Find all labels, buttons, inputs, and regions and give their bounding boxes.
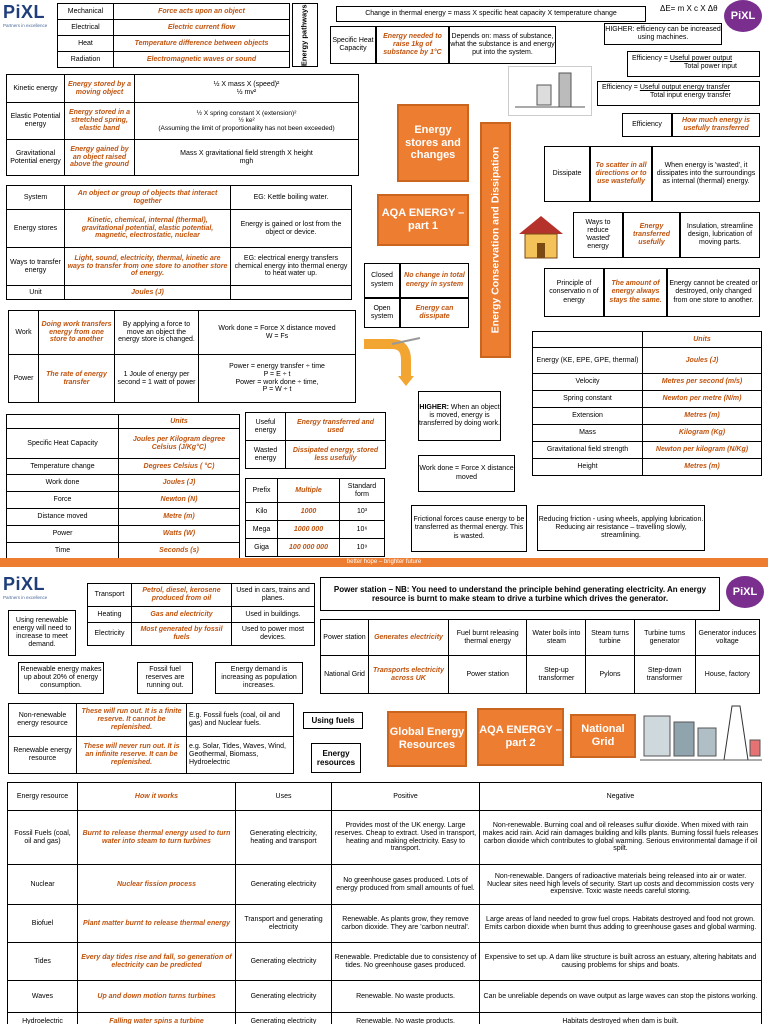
units-right-table: Units Energy (KE, EPE, GPE, thermal)Joul… bbox=[532, 331, 762, 476]
open-system-desc: Energy can dissipate bbox=[400, 298, 469, 328]
efficiency-desc: How much energy is usefully transferred bbox=[672, 113, 760, 137]
reduce-wasted-note: Insulation, streamline design, lubricati… bbox=[680, 212, 760, 258]
footer-band: better hope – brighter future bbox=[0, 558, 768, 567]
conservation-banner: Energy Conservation and Dissipation bbox=[480, 122, 511, 358]
closed-system-name: Closed system bbox=[364, 263, 400, 298]
resources-table: Energy resource How it works Uses Positi… bbox=[7, 782, 762, 1024]
power-station-note: Power station – NB: You need to understa… bbox=[320, 577, 720, 611]
work-formula: Work done = Force X distance moved bbox=[418, 455, 515, 492]
pixl-logo: PiXL Partners in excellence bbox=[3, 2, 48, 28]
energy-resources-label: Energy resources bbox=[311, 743, 361, 773]
using-fuels-label: Using fuels bbox=[303, 712, 363, 729]
pixl-badge: PiXL bbox=[724, 0, 762, 32]
reduce-wasted-name: Ways to reduce 'wasted' energy bbox=[573, 212, 623, 258]
reduce-wasted-desc: Energy transferred usefully bbox=[623, 212, 680, 258]
global-energy-box: Global Energy Resources bbox=[387, 711, 467, 767]
sankey-diagram-image bbox=[362, 334, 422, 386]
house-image bbox=[515, 210, 567, 262]
pathways-label: Energy pathways bbox=[292, 3, 318, 67]
table-row: Fossil Fuels (coal, oil and gas)Burnt to… bbox=[7, 810, 762, 865]
shc-desc: Energy needed to raise 1kg of substance … bbox=[376, 26, 449, 64]
higher-work: HIGHER: When an object is moved, energy … bbox=[418, 391, 501, 441]
shc-formula: Change in thermal energy = mass X specif… bbox=[336, 6, 646, 22]
table-header: Negative bbox=[479, 782, 762, 811]
reduce-friction-note: Reducing friction - using wheels, applyi… bbox=[537, 505, 705, 551]
table-header: Uses bbox=[235, 782, 332, 811]
shc-name: Specific Heat Capacity bbox=[330, 26, 376, 64]
efficiency-formula-2: Efficiency = Useful output energy transf… bbox=[597, 81, 760, 106]
conservation-note: Energy cannot be created or destroyed, o… bbox=[667, 268, 760, 317]
part1-title: AQA ENERGY – part 1 bbox=[377, 194, 469, 246]
shc-depends: Depends on: mass of substance, what the … bbox=[449, 26, 556, 64]
demand-note: Using renewable energy will need to incr… bbox=[8, 610, 76, 656]
dissipate-name: Dissipate bbox=[544, 146, 590, 202]
part2-title: AQA ENERGY – part 2 bbox=[477, 708, 564, 766]
conservation-desc: The amount of energy always stays the sa… bbox=[604, 268, 667, 317]
demand-rise-note: Energy demand is increasing as populatio… bbox=[215, 662, 303, 694]
efficiency-formula-1: Efficiency = Useful power output Total p… bbox=[627, 51, 760, 77]
kettle-experiment-image bbox=[508, 66, 592, 116]
power-station-table: Power station Generates electricity Fuel… bbox=[320, 619, 761, 694]
table-header: How it works bbox=[77, 782, 236, 811]
dissipate-note: When energy is 'wasted', it dissipates i… bbox=[652, 146, 760, 202]
power-station-image bbox=[640, 696, 762, 770]
table-header: Positive bbox=[331, 782, 480, 811]
national-grid-box: National Grid bbox=[570, 714, 636, 758]
efficiency-name: Efficiency bbox=[622, 113, 672, 137]
pixl-badge-2: PiXL bbox=[726, 576, 764, 608]
pixl-logo-2: PiXL Partners in excellence bbox=[3, 574, 48, 600]
fossil-running-out-note: Fossil fuel reserves are running out. bbox=[137, 662, 193, 694]
energy-stores-box: Energy stores and changes bbox=[397, 104, 469, 182]
friction-note: Frictional forces cause energy to be tra… bbox=[411, 505, 527, 552]
open-system-name: Open system bbox=[364, 298, 400, 328]
conservation-name: Principle of conservatio n of energy bbox=[544, 268, 604, 317]
closed-system-desc: No change in total energy in system bbox=[400, 263, 469, 298]
table-header: Energy resource bbox=[7, 782, 78, 811]
higher-efficiency: HIGHER: efficiency can be increased usin… bbox=[604, 23, 722, 45]
renewable-20-note: Renewable energy makes up about 20% of e… bbox=[18, 662, 104, 694]
shc-short-formula: ΔE= m X c X Δθ bbox=[660, 4, 718, 13]
dissipate-desc: To scatter in all directions or to use w… bbox=[590, 146, 652, 202]
